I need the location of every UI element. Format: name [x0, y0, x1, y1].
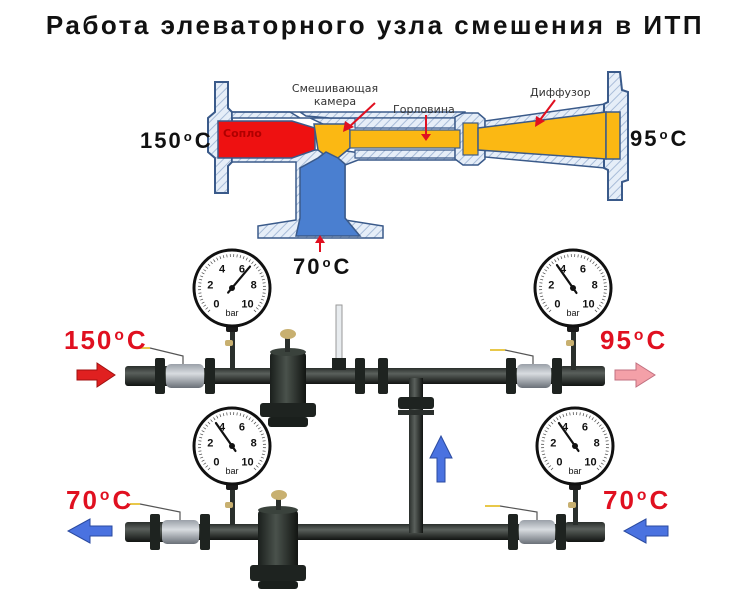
ball-valve-supply-out[interactable] — [517, 364, 551, 388]
gauge-tick-label: 8 — [592, 280, 598, 292]
gauge-tick-label: 8 — [594, 438, 600, 450]
arrow-up-bypass-icon — [429, 434, 453, 483]
diffuser-label: Диффузор — [530, 86, 591, 99]
mud-trap-bottom — [250, 490, 306, 589]
gauge-tick-label: 10 — [582, 299, 594, 311]
gauge-tick-label: 4 — [219, 263, 226, 275]
gauge-tick-label: 0 — [556, 457, 562, 469]
return-inlet-region — [295, 151, 362, 237]
gauge-tick-label: 8 — [251, 280, 257, 292]
gauge-tick-label: 0 — [213, 457, 219, 469]
gauge-tick-label: 2 — [548, 280, 554, 292]
supply-out-temp: 95oC — [600, 325, 668, 355]
gauge-tick-label: 0 — [213, 299, 219, 311]
arrow-right-supply-in-icon — [76, 362, 116, 388]
return-in-temp: 70oC — [603, 485, 671, 515]
nozzle-label: Сопло — [223, 127, 262, 140]
gauge-unit-label: bar — [566, 308, 579, 318]
gauge-tick-label: 10 — [241, 457, 253, 469]
elevator-inlet-temp: 150oC — [140, 128, 213, 153]
gauge-tick-label: 6 — [239, 263, 245, 275]
gauge-tick-label: 10 — [241, 299, 253, 311]
arrow-left-return-out-icon — [66, 518, 113, 544]
gauge-unit-label: bar — [225, 466, 238, 476]
nozzle-region — [217, 120, 316, 159]
supply-in-temp: 150oC — [64, 325, 148, 355]
arrow-left-return-in-icon — [622, 518, 669, 544]
gauge-tick-label: 2 — [207, 280, 213, 292]
gauge-tick-label: 0 — [554, 299, 560, 311]
ball-valve-return-out[interactable] — [162, 520, 199, 544]
gauge-unit-label: bar — [225, 308, 238, 318]
ball-valve-supply-in[interactable] — [166, 364, 204, 388]
mixing-chamber-label: Смешивающая камера — [291, 82, 379, 108]
elevator-return-temp: 70oC — [293, 254, 352, 279]
piping-assembly — [66, 304, 669, 589]
diagram-title: Работа элеваторного узла смешения в ИТП — [45, 10, 705, 40]
gauge-tick-label: 2 — [207, 438, 213, 450]
gauge-tick-label: 4 — [219, 421, 226, 433]
elevator-cross-section — [207, 71, 629, 252]
gauge-tick-label: 6 — [239, 421, 245, 433]
gauge-tick-label: 8 — [251, 438, 257, 450]
gauge-tick-label: 2 — [550, 438, 556, 450]
ball-valve-return-in[interactable] — [519, 520, 555, 544]
gauge-tick-label: 10 — [584, 457, 596, 469]
arrow-right-supply-out-icon — [614, 362, 656, 388]
throat-label: Горловина — [393, 103, 455, 116]
elevator-unit-top — [260, 329, 316, 427]
gauge-tick-label: 6 — [582, 421, 588, 433]
gauge-tick-label: 4 — [560, 263, 567, 275]
gauge-unit-label: bar — [568, 466, 581, 476]
elevator-outlet-temp: 95oC — [630, 126, 689, 151]
gauge-tick-label: 6 — [580, 263, 586, 275]
return-out-temp: 70oC — [66, 485, 134, 515]
throat-region — [349, 129, 461, 149]
gauge-tick-label: 4 — [562, 421, 569, 433]
